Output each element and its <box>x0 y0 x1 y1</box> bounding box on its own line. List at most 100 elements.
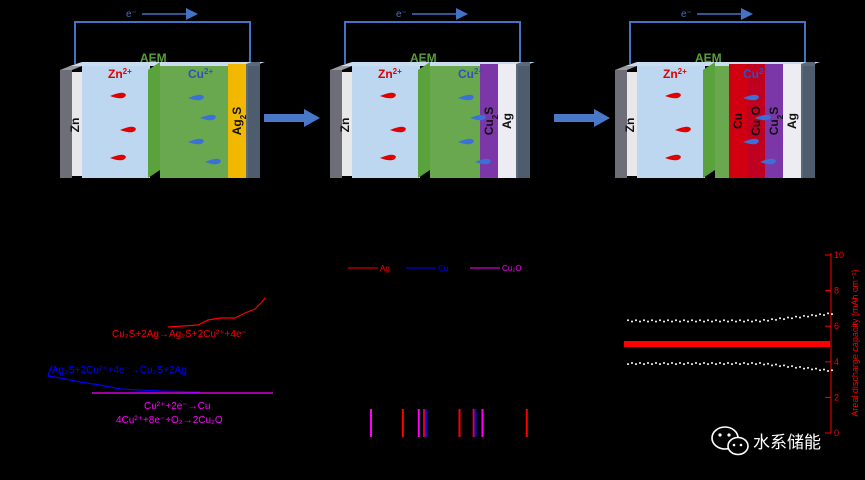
charge-curve-red <box>167 297 266 328</box>
lower-dot-29 <box>743 361 745 364</box>
zn-label-group: Zn <box>338 118 352 133</box>
voltage-profile-panel: Cu₂S+2Ag→Ag₂S+2Cu²⁺+4e⁻ Ag₂S+2Cu²⁺+4e⁻→C… <box>47 297 273 426</box>
cu-ion-label: Cu2+ <box>743 67 768 82</box>
layer-label-group-1: Cu <box>731 113 745 129</box>
upper-dot-24 <box>723 319 725 322</box>
stage-arrow-2 <box>554 109 610 127</box>
upper-dot-38 <box>779 317 781 320</box>
electron-label: e⁻ <box>396 9 407 20</box>
layer-label-1: Cu2S <box>482 107 500 135</box>
separator <box>72 72 82 176</box>
reaction-3: Cu²⁺+2e⁻→Cu <box>144 401 210 412</box>
lower-dot-12 <box>675 363 677 366</box>
lower-dot-2 <box>635 363 637 366</box>
lower-dot-33 <box>759 361 761 364</box>
lower-dot-5 <box>647 361 649 364</box>
upper-dot-20 <box>707 319 709 322</box>
aem-membrane <box>703 62 715 178</box>
cu-ion-drop-1 <box>458 94 474 101</box>
stage-arrow-1 <box>264 109 320 127</box>
layer-label-3: Cu2S <box>767 107 785 135</box>
upper-dot-14 <box>683 319 685 322</box>
upper-dot-9 <box>663 320 665 323</box>
lower-dot-1 <box>631 361 633 364</box>
upper-dot-30 <box>747 319 749 322</box>
upper-dot-13 <box>679 320 681 323</box>
upper-dot-34 <box>763 318 765 321</box>
upper-dot-4 <box>643 319 645 322</box>
upper-dot-47 <box>815 314 817 317</box>
lower-dot-50 <box>827 370 829 373</box>
zn-ion-drop-3 <box>110 154 126 161</box>
layer-label-group-4: Ag <box>785 113 799 129</box>
lower-dot-37 <box>775 363 777 366</box>
upper-dot-31 <box>751 320 753 323</box>
lower-dot-31 <box>751 361 753 364</box>
right-axis-label: Areal discharge capacity (mAh cm⁻²) <box>850 269 860 416</box>
lower-dot-3 <box>639 361 641 364</box>
upper-voltage-dots <box>627 312 833 323</box>
layer-label-group-2: Ag <box>500 113 514 129</box>
upper-dot-26 <box>731 319 733 322</box>
cu-ion-drop-1 <box>743 94 759 101</box>
lower-dot-20 <box>707 363 709 366</box>
reaction-2: Ag₂S+2Cu²⁺+4e⁻→Cu₂S+2Ag <box>52 365 187 376</box>
cu-ion-drop-2 <box>755 114 771 121</box>
upper-dot-15 <box>687 320 689 323</box>
aem-label: AEM <box>140 51 167 65</box>
electrode-layer-1 <box>480 64 498 178</box>
cu-ion-drop-2 <box>200 114 216 121</box>
lower-dot-41 <box>791 365 793 368</box>
lower-dot-6 <box>651 363 653 366</box>
upper-dot-44 <box>803 314 805 317</box>
lower-dot-17 <box>695 361 697 364</box>
external-wire <box>629 21 806 64</box>
upper-dot-7 <box>655 320 657 323</box>
zn-ion-drop-2 <box>675 126 691 133</box>
lower-dot-0 <box>627 363 629 366</box>
current-collector <box>248 66 260 178</box>
upper-dot-2 <box>635 319 637 322</box>
upper-dot-0 <box>627 319 629 322</box>
upper-dot-45 <box>807 315 809 318</box>
upper-dot-12 <box>675 319 677 322</box>
upper-dot-1 <box>631 320 633 323</box>
zn-ion-drop-3 <box>380 154 396 161</box>
cu-ion-drop-4 <box>760 158 776 165</box>
lower-dot-23 <box>719 361 721 364</box>
lower-dot-30 <box>747 363 749 366</box>
upper-dot-40 <box>787 316 789 319</box>
upper-dot-21 <box>711 320 713 323</box>
upper-dot-43 <box>799 316 801 319</box>
cu-electrolyte <box>160 66 240 178</box>
wechat-icon <box>711 426 749 456</box>
upper-dot-22 <box>715 319 717 322</box>
electron-label: e⁻ <box>126 9 137 20</box>
separator <box>627 72 637 176</box>
zn-plate <box>330 70 342 178</box>
lower-dot-51 <box>831 369 833 372</box>
lower-dot-22 <box>715 363 717 366</box>
lower-dot-39 <box>783 364 785 367</box>
zn-label-group: Zn <box>623 118 637 133</box>
lower-dot-10 <box>667 363 669 366</box>
watermark-text: 水系储能 <box>753 433 821 452</box>
lower-dot-21 <box>711 361 713 364</box>
lower-dot-46 <box>811 368 813 371</box>
battery-cell-3: e⁻CuCu2OCu2SAgZnZn2+Cu2+AEM <box>615 8 820 178</box>
upper-dot-51 <box>831 313 833 316</box>
zn-ion-label: Zn2+ <box>378 67 402 82</box>
lower-dot-25 <box>727 361 729 364</box>
layer-label-group-1: Cu2S <box>482 107 500 135</box>
upper-dot-3 <box>639 320 641 323</box>
zn-ion-drop-2 <box>120 126 136 133</box>
zn-plate-top <box>330 66 352 70</box>
ytick-label-3: 6 <box>834 321 839 331</box>
lower-dot-28 <box>739 363 741 366</box>
legend-label-3: Cu₂O <box>502 264 522 273</box>
zn-plate-top <box>60 66 82 70</box>
